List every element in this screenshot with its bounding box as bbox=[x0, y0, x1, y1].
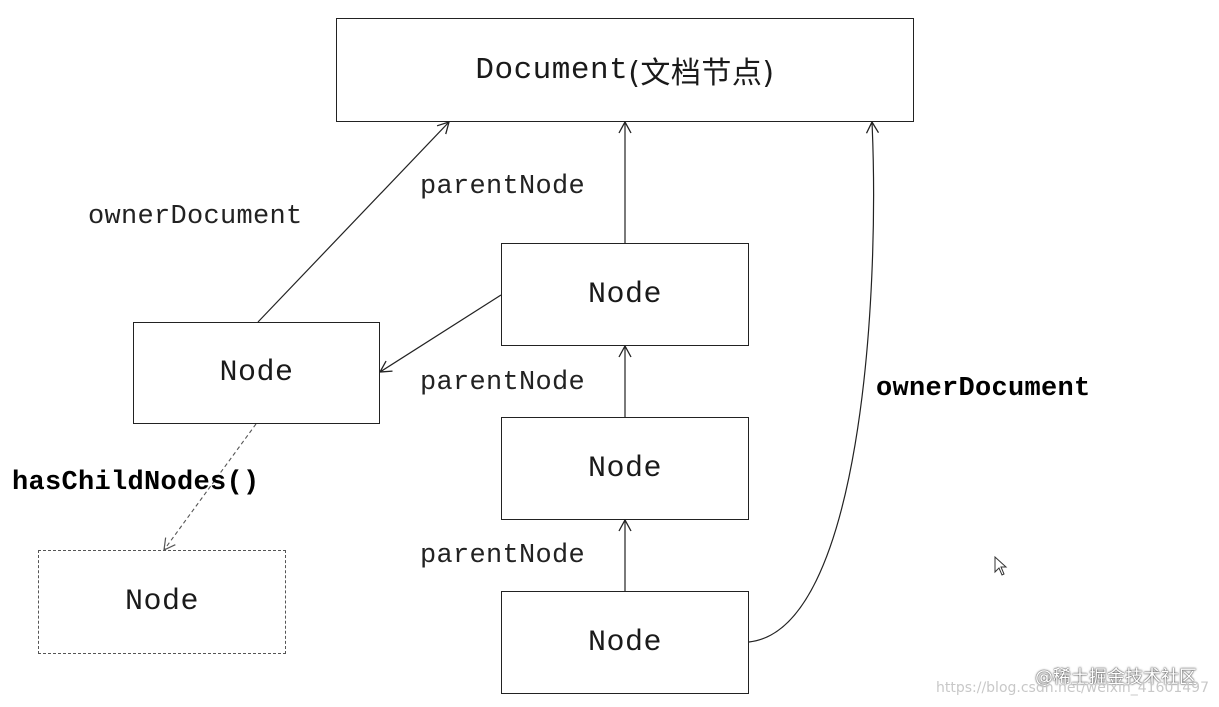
left-node-label: Node bbox=[219, 356, 294, 390]
owner-document-arrow-left bbox=[257, 121, 450, 323]
child-node-label: Node bbox=[124, 585, 199, 619]
left-node-box: Node bbox=[133, 322, 380, 424]
chain-bottom-node-label: Node bbox=[587, 625, 662, 660]
document-node-box: Document(文档节点) bbox=[336, 18, 914, 122]
chain-bottom-node-box: Node bbox=[501, 591, 749, 694]
parent-node-label-top: parentNode bbox=[420, 172, 586, 202]
owner-document-label-right: ownerDocument bbox=[876, 374, 1091, 404]
has-child-nodes-arrow bbox=[163, 423, 257, 552]
chain-top-node-label: Node bbox=[587, 277, 662, 312]
chain-middle-node-box: Node bbox=[501, 417, 749, 520]
chain-middle-node-label: Node bbox=[587, 451, 662, 486]
parent-node-label-bottom: parentNode bbox=[420, 541, 586, 571]
watermark-brand: @稀土掘金技术社区 bbox=[1035, 667, 1197, 688]
document-node-label: Document bbox=[475, 52, 629, 88]
child-node-box: Node bbox=[38, 550, 286, 654]
child-to-left-node-arrow bbox=[378, 294, 502, 373]
owner-document-arrow-right bbox=[748, 120, 880, 643]
document-node-note: (文档节点) bbox=[628, 56, 775, 91]
owner-document-label-left: ownerDocument bbox=[88, 202, 303, 232]
watermark-url: https://blog.csdn.net/weixin_41601497 bbox=[935, 680, 1209, 696]
chain-top-node-box: Node bbox=[501, 243, 749, 346]
parent-node-label-middle: parentNode bbox=[420, 368, 586, 398]
has-child-nodes-label: hasChildNodes() bbox=[12, 468, 260, 498]
mouse-cursor-icon bbox=[994, 556, 1008, 576]
